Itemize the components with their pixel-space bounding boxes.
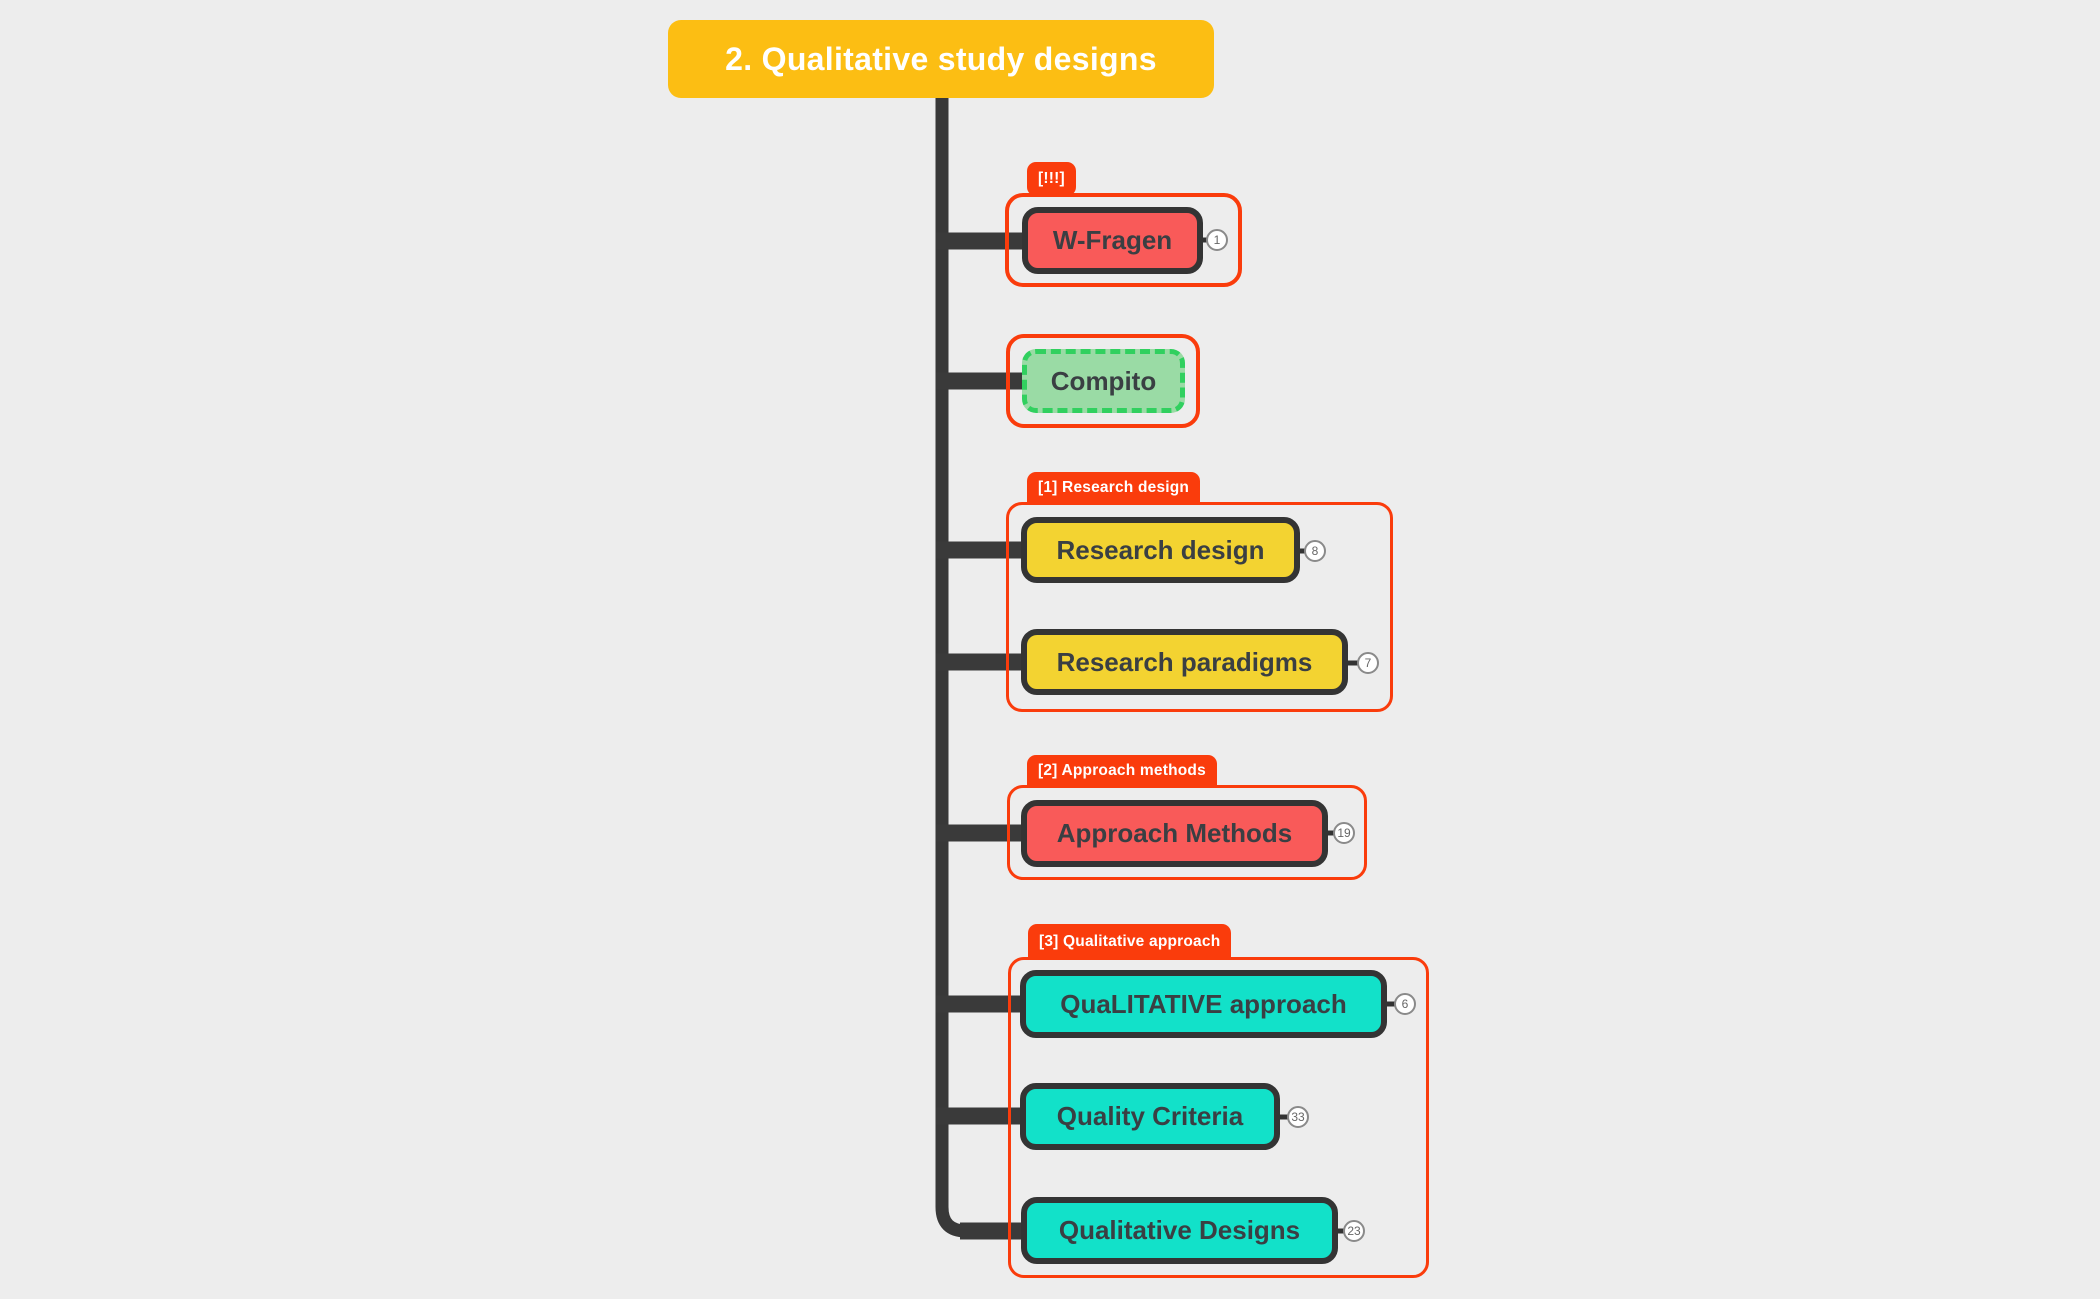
node-label: Approach Methods bbox=[1056, 818, 1293, 848]
node-compito[interactable]: Compito bbox=[1022, 349, 1185, 413]
collapsed-count-badge[interactable]: 33 bbox=[1287, 1106, 1309, 1128]
boundary-label-exclamation-tag[interactable]: [!!!] bbox=[1027, 162, 1076, 196]
node-qualitative-approach[interactable]: QuaLITATIVE approach bbox=[1020, 970, 1387, 1038]
collapsed-count-badge[interactable]: 7 bbox=[1357, 652, 1379, 674]
collapsed-count-badge[interactable]: 1 bbox=[1206, 229, 1228, 251]
boundary-label-qualitative-approach[interactable]: [3] Qualitative approach bbox=[1028, 924, 1232, 959]
node-approach-methods[interactable]: Approach Methods bbox=[1021, 800, 1328, 867]
node-label: Research design bbox=[1056, 534, 1265, 565]
boundary-label-approach-methods[interactable]: [2] Approach methods bbox=[1027, 755, 1217, 787]
node-label: Quality Criteria bbox=[1056, 1101, 1244, 1131]
node-label: QuaLITATIVE approach bbox=[1060, 988, 1347, 1019]
node-research-paradigms[interactable]: Research paradigms bbox=[1021, 629, 1348, 695]
collapsed-count-badge[interactable]: 23 bbox=[1343, 1220, 1365, 1242]
boundary-compito bbox=[1006, 334, 1200, 428]
boundary-w-fragen bbox=[1005, 193, 1242, 287]
node-label: Research paradigms bbox=[1056, 646, 1313, 677]
root-topic-label: 2. Qualitative study designs bbox=[725, 40, 1157, 77]
collapsed-count-badge[interactable]: 6 bbox=[1394, 993, 1416, 1015]
root-topic[interactable]: 2. Qualitative study designs bbox=[668, 20, 1214, 98]
collapsed-count-badge[interactable]: 19 bbox=[1333, 822, 1355, 844]
collapsed-count-badge[interactable]: 8 bbox=[1304, 540, 1326, 562]
boundary-label-research-design[interactable]: [1] Research design bbox=[1027, 472, 1201, 504]
node-qualitative-designs[interactable]: Qualitative Designs bbox=[1021, 1197, 1338, 1264]
node-label: Qualitative Designs bbox=[1058, 1215, 1301, 1245]
node-quality-criteria[interactable]: Quality Criteria bbox=[1020, 1083, 1280, 1150]
node-research-design[interactable]: Research design bbox=[1021, 517, 1300, 583]
node-label: W-Fragen bbox=[1052, 225, 1173, 255]
node-label: Compito bbox=[1050, 365, 1157, 396]
node-w-fragen[interactable]: W-Fragen bbox=[1022, 207, 1203, 274]
